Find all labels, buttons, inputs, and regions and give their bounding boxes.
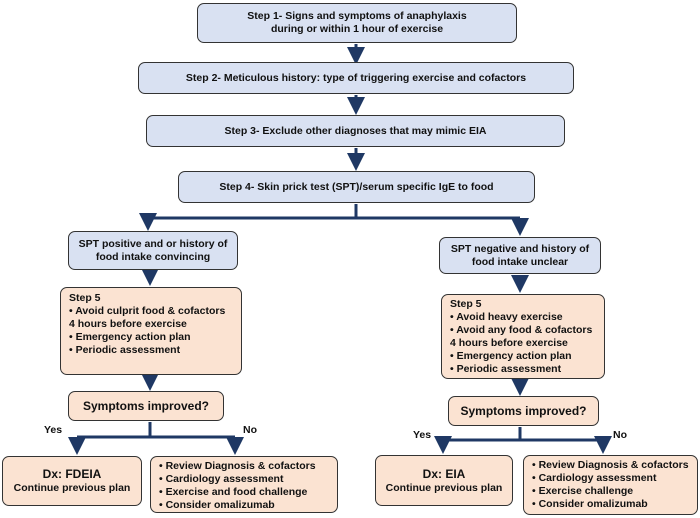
right-no-label: No [613,429,627,441]
left-step5-line: • Emergency action plan [69,331,191,343]
left-no-item: • Review Diagnosis & cofactors [159,460,316,472]
left-dx-subtitle: Continue previous plan [13,482,131,494]
left-step5-line: • Periodic assessment [69,344,181,356]
right-dx-box: Dx: EIA Continue previous plan [375,455,513,506]
right-question-text: Symptoms improved? [460,403,587,418]
left-question-text: Symptoms improved? [82,398,210,413]
step2-text: Step 2- Meticulous history: type of trig… [185,71,527,84]
step3-text: Step 3- Exclude other diagnoses that may… [224,124,487,137]
left-step5-box: Step 5 • Avoid culprit food & cofactors … [60,287,242,375]
left-no-item: • Cardiology assessment [159,473,284,485]
right-step5-line: 4 hours before exercise [450,337,568,349]
right-step5-line: • Emergency action plan [450,350,572,362]
left-step5-line: • Avoid culprit food & cofactors [69,305,226,317]
right-no-item: • Consider omalizumab [532,498,648,510]
left-no-item: • Consider omalizumab [159,499,275,511]
left-step5-line: 4 hours before exercise [69,318,187,330]
step1-text: Step 1- Signs and symptoms of anaphylaxi… [247,10,467,35]
step3-box: Step 3- Exclude other diagnoses that may… [146,115,565,147]
step4-text: Step 4- Skin prick test (SPT)/serum spec… [219,180,494,193]
right-no-item: • Review Diagnosis & cofactors [532,459,689,471]
left-no-label: No [243,424,257,436]
right-dx-subtitle: Continue previous plan [385,481,503,494]
right-step5-line: • Avoid any food & cofactors [450,324,593,336]
right-dx-title: Dx: EIA [422,466,466,481]
left-dx-box: Dx: FDEIA Continue previous plan [2,456,142,506]
right-no-box: • Review Diagnosis & cofactors • Cardiol… [523,455,698,515]
right-condition-box: SPT negative and history of food intake … [439,237,601,274]
left-dx-title: Dx: FDEIA [42,467,102,481]
right-no-item: • Cardiology assessment [532,472,657,484]
right-step5-line: Step 5 [450,298,482,310]
right-no-item: • Exercise challenge [532,485,634,497]
left-yes-label: Yes [44,424,63,436]
step4-box: Step 4- Skin prick test (SPT)/serum spec… [178,171,535,203]
right-step5-line: • Avoid heavy exercise [450,311,563,323]
right-step5-line: • Periodic assessment [450,363,562,375]
right-step5-box: Step 5 • Avoid heavy exercise • Avoid an… [441,294,605,379]
left-step5-line: Step 5 [69,292,101,304]
right-question-box: Symptoms improved? [448,396,599,426]
left-no-item: • Exercise and food challenge [159,486,308,498]
right-condition-text: SPT negative and history of food intake … [450,242,590,268]
step2-box: Step 2- Meticulous history: type of trig… [138,62,574,94]
left-condition-box: SPT positive and or history of food inta… [68,231,238,270]
left-question-box: Symptoms improved? [68,391,224,421]
step1-box: Step 1- Signs and symptoms of anaphylaxi… [197,3,517,43]
left-condition-text: SPT positive and or history of food inta… [78,237,228,263]
right-yes-label: Yes [413,429,432,441]
left-no-box: • Review Diagnosis & cofactors • Cardiol… [150,456,338,513]
